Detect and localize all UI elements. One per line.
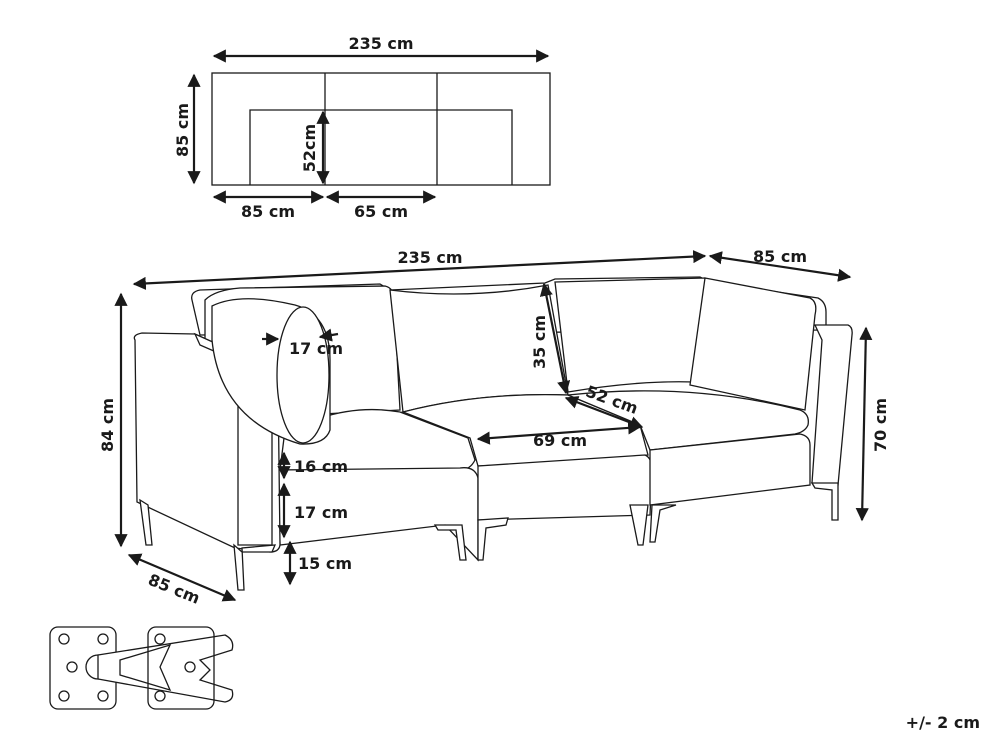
bolster-pillow-end bbox=[276, 306, 330, 444]
depth-bottom-arrow bbox=[127, 553, 237, 602]
front-view-dimensions: 235 cm 85 cm 84 cm 35 cm 17 cm 52 cm 69 … bbox=[98, 247, 890, 608]
back-height-label: 35 cm bbox=[530, 315, 549, 369]
connector-clip-teeth bbox=[119, 643, 172, 692]
seat-thickness-label: 16 cm bbox=[294, 457, 348, 476]
leg-middle-back bbox=[433, 524, 467, 561]
leg-right-front bbox=[810, 482, 839, 521]
top-arm-width-label: 85 cm bbox=[241, 202, 295, 221]
armrest-width-arrow-right bbox=[318, 328, 339, 342]
seat-width-label: 69 cm bbox=[533, 431, 587, 450]
sofa-perspective-view bbox=[133, 276, 853, 591]
back-height-arrow bbox=[539, 282, 571, 395]
total-width-label: 235 cm bbox=[397, 248, 462, 267]
leg-height-label: 15 cm bbox=[298, 554, 352, 573]
depth-bottom-label: 85 cm bbox=[145, 570, 202, 608]
base-front-right bbox=[649, 433, 811, 506]
leg-middle-front bbox=[477, 517, 509, 561]
total-height-label: 84 cm bbox=[98, 398, 117, 452]
top-view: 235 cm 85 cm 52cm 85 cm 65 cm bbox=[173, 34, 551, 221]
total-width-arrow bbox=[132, 249, 707, 291]
arm-height-arrow bbox=[855, 326, 873, 522]
seat-width-arrow bbox=[476, 421, 642, 445]
tolerance-label: +/- 2 cm bbox=[906, 713, 980, 732]
top-module-width-label: 65 cm bbox=[354, 202, 408, 221]
top-depth-label: 85 cm bbox=[173, 103, 192, 157]
leg-back-left bbox=[139, 498, 153, 546]
depth-top-label: 85 cm bbox=[753, 247, 807, 266]
top-view-outline bbox=[211, 72, 551, 186]
top-width-label: 235 cm bbox=[348, 34, 413, 53]
screw-icons-left bbox=[58, 633, 109, 702]
leg-right-middle bbox=[649, 504, 677, 543]
arm-height-label: 70 cm bbox=[871, 398, 890, 452]
back-cushion-right bbox=[554, 277, 712, 393]
top-seat-depth-label: 52cm bbox=[300, 124, 319, 172]
leg-front-left bbox=[233, 543, 277, 591]
leg-right-back bbox=[629, 504, 649, 546]
screw-icons-right bbox=[154, 633, 196, 702]
top-view-seat-outline bbox=[249, 109, 513, 185]
right-armrest bbox=[811, 324, 853, 486]
base-front-middle bbox=[477, 454, 653, 521]
right-corner-cushion bbox=[689, 277, 817, 411]
armrest-width-label: 17 cm bbox=[289, 339, 343, 358]
depth-top-arrow bbox=[708, 251, 852, 282]
base-height-label: 17 cm bbox=[294, 503, 348, 522]
connector-clip-arm bbox=[97, 634, 234, 703]
connector-plate-right bbox=[147, 626, 215, 710]
connector-clip-detail bbox=[49, 626, 234, 710]
